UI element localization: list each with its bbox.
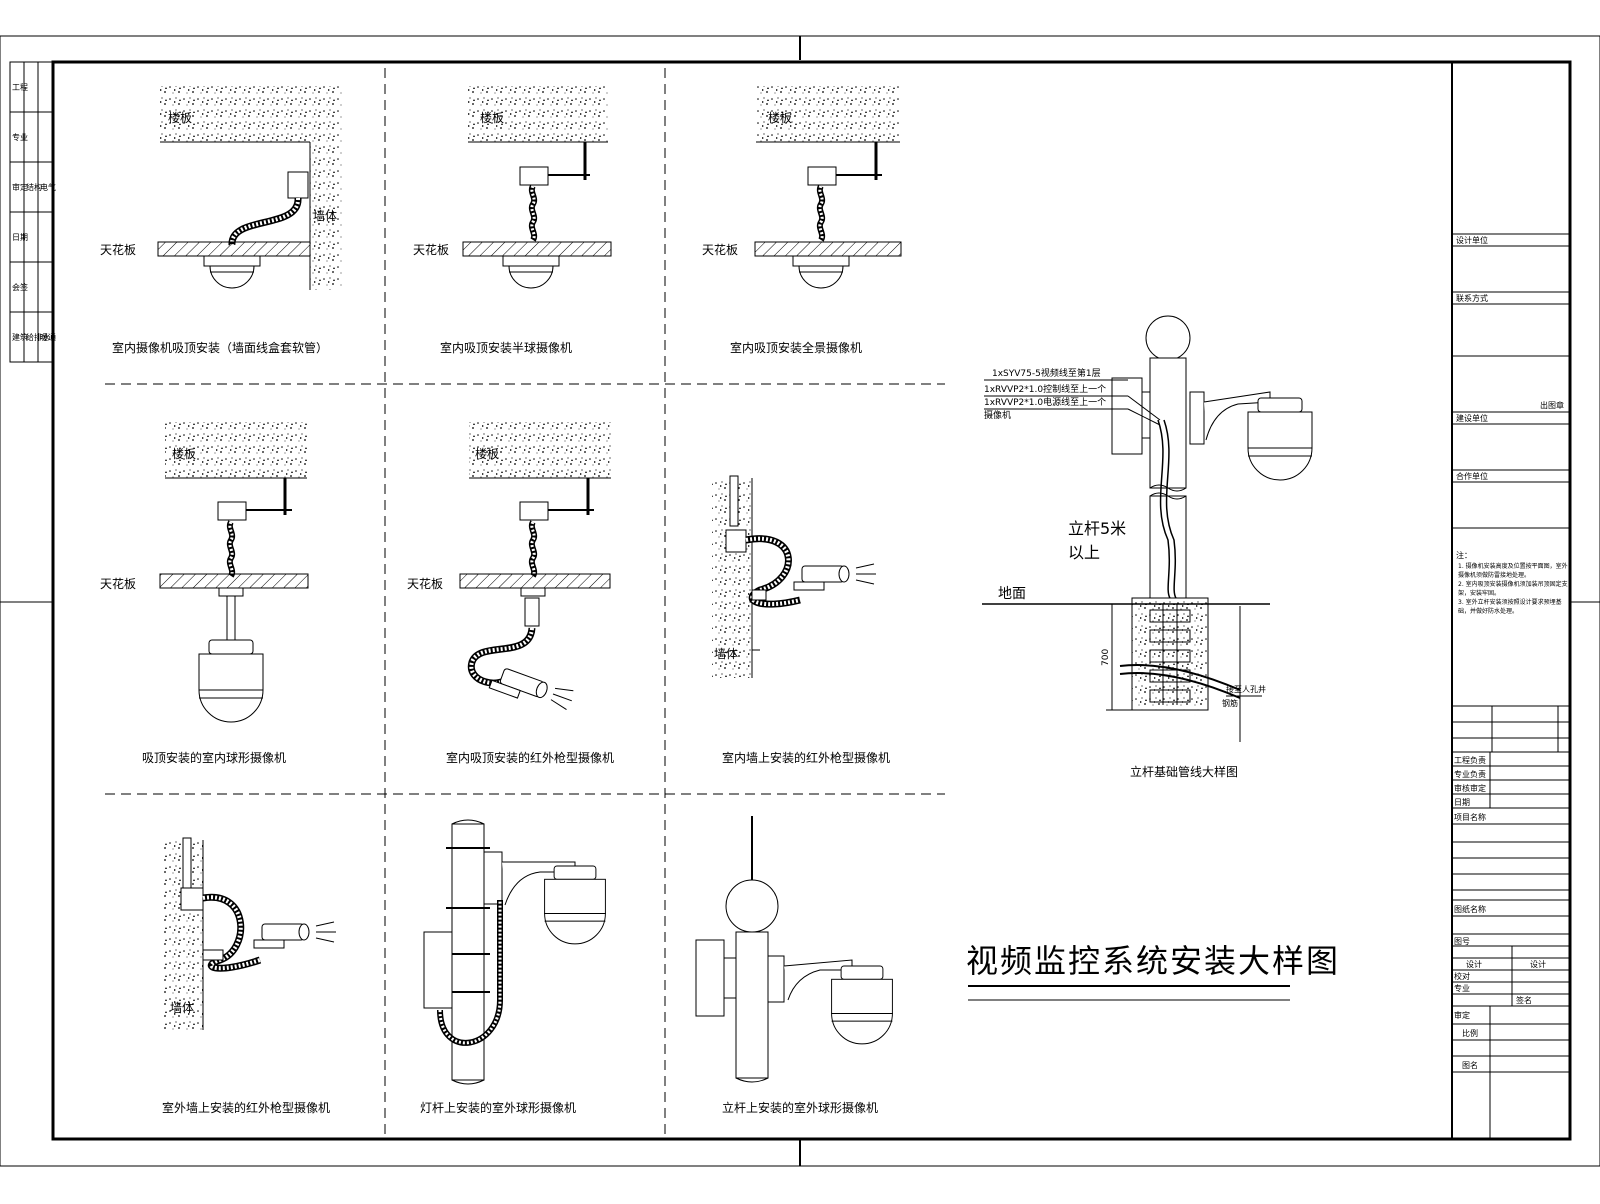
wall-label: 墙体 [313, 209, 337, 223]
tb-row-8: 设计 [1466, 959, 1482, 969]
pole-detail-caption: 立杆基础管线大样图 [1130, 764, 1238, 779]
cable-note-1: 1xSYV75-5视频线至第1层 [992, 367, 1101, 379]
panel-1-ceiling-box-mount: 楼板 墙体 天花板 室内摄像机吸顶安装（墙面线盒套软管） [100, 86, 342, 355]
design-unit-label: 设计单位 [1456, 235, 1488, 245]
slab-label: 楼板 [475, 446, 499, 461]
drawing-frame [51, 60, 1572, 1141]
panel-5-ceiling-gun: 楼板 天花板 室内吸顶安装的红外枪型摄像机 [407, 422, 614, 765]
caption-2: 室内吸顶安装半球摄像机 [440, 340, 572, 355]
tb-row-10: 专业 [1454, 983, 1470, 993]
cooperation-unit-label: 合作单位 [1456, 471, 1488, 481]
strip-text-8: 给排水 [26, 332, 50, 342]
slab-label: 楼板 [172, 446, 196, 461]
note-2: 2. 室内吸顶安装摄像机须加装吊顶固定支架，安装牢固。 [1458, 581, 1568, 597]
slab-label: 楼板 [480, 110, 504, 125]
title-block: 设计单位 联系方式 出图章 建设单位 合作单位 注： 1. 摄像机安装高度及位置… [1451, 62, 1570, 1139]
panel-7-outdoor-wall-gun: 墙体 室外墙上安装的红外枪型摄像机 [162, 837, 337, 1115]
notes-box: 1. 摄像机安装高度及位置按平面图，室外摄像机须做防雷接地处理。 2. 室内吸顶… [1458, 563, 1568, 615]
ceiling-label: 天花板 [100, 242, 136, 257]
caption-1: 室内摄像机吸顶安装（墙面线盒套软管） [112, 340, 328, 355]
strip-text-6: 建筑 [12, 332, 28, 342]
drawing-title: 视频监控系统安装大样图 [966, 942, 1340, 980]
strip-text-1: 工程 [12, 83, 28, 92]
strip-text-3: 审定 [12, 182, 28, 192]
caption-5: 室内吸顶安装的红外枪型摄像机 [446, 750, 614, 765]
caption-4: 吸顶安装的室内球形摄像机 [142, 750, 286, 765]
notes-head: 注： [1456, 550, 1472, 560]
strip-text-4: 日期 [12, 233, 28, 242]
note-1: 1. 摄像机安装高度及位置按平面图，室外摄像机须做防雷接地处理。 [1458, 563, 1568, 579]
ceiling-label: 天花板 [100, 576, 136, 591]
panel-2-half-dome: 楼板 天花板 室内吸顶安装半球摄像机 [413, 86, 612, 355]
tb-row-7: 图号 [1454, 937, 1470, 946]
strip-text-5: 会签 [12, 282, 28, 292]
pole-foundation-detail: 1xSYV75-5视频线至第1层 1xRVVP2*1.0控制线至上一个 1xRV… [982, 315, 1313, 779]
tb-row-4: 日期 [1454, 798, 1470, 807]
caption-8: 灯杆上安装的室外球形摄像机 [420, 1100, 576, 1115]
strip-text-2: 专业 [12, 132, 28, 142]
tb-row-1: 工程负责 [1454, 755, 1486, 765]
tb-row-9: 校对 [1454, 971, 1470, 981]
tb-row-2: 专业负责 [1454, 769, 1486, 779]
tb-row-13: 图名 [1462, 1060, 1478, 1070]
wall-label: 墙体 [170, 1001, 194, 1015]
tb-row-6: 图纸名称 [1454, 904, 1486, 914]
cable-note-2: 1xRVVP2*1.0控制线至上一个 [984, 383, 1106, 395]
panel-6-wall-gun: 墙体 室内墙上安装的红外枪型摄像机 [712, 475, 890, 765]
caption-6: 室内墙上安装的红外枪型摄像机 [722, 750, 890, 765]
panel-8-lamp-pole-ptz: 灯杆上安装的室外球形摄像机 [420, 819, 606, 1115]
slab-label: 楼板 [768, 110, 792, 125]
tb-row-12: 比例 [1462, 1028, 1478, 1038]
depth-dimension: 700 [1101, 649, 1111, 666]
tb-row-11: 审定 [1454, 1010, 1470, 1020]
pole-height-label-2: 以上 [1068, 543, 1100, 562]
panel-3-panoramic: 楼板 天花板 室内吸顶安装全景摄像机 [702, 86, 902, 355]
note-3: 3. 室外立杆安装须按照设计要求预埋基础，并做好防水处理。 [1458, 599, 1562, 615]
slab-label: 楼板 [168, 110, 192, 125]
stamp-label: 出图章 [1540, 400, 1564, 410]
panel-9-standing-pole-ptz: 立杆上安装的室外球形摄像机 [695, 816, 893, 1115]
ceiling-label: 天花板 [413, 242, 449, 257]
ceiling-label: 天花板 [407, 576, 443, 591]
drawing-title-group: 视频监控系统安装大样图 [966, 942, 1340, 1001]
contact-label: 联系方式 [1456, 293, 1488, 303]
strip-text-7: 结构 [26, 182, 42, 192]
caption-7: 室外墙上安装的红外枪型摄像机 [162, 1100, 330, 1115]
tb-col-1: 设计 [1530, 959, 1546, 969]
panel-dividers [105, 68, 945, 1135]
tb-row-3: 审核审定 [1454, 783, 1486, 793]
caption-3: 室内吸顶安装全景摄像机 [730, 340, 862, 355]
caption-9: 立杆上安装的室外球形摄像机 [722, 1100, 878, 1115]
pipe-note: 接至人孔井 [1226, 684, 1266, 694]
cable-note-3: 1xRVVP2*1.0电源线至上一个 [984, 396, 1106, 408]
ground-label: 地面 [998, 586, 1026, 602]
rebar-note: 钢筋 [1222, 698, 1238, 708]
wall-label: 墙体 [714, 647, 738, 661]
panel-4-ceiling-ptz: 楼板 天花板 吸顶安装的室内球形摄像机 [100, 422, 309, 765]
tb-row-5: 项目名称 [1454, 812, 1486, 822]
cable-note-4: 摄像机 [984, 409, 1011, 421]
strip-text-10: 暖通 [40, 332, 56, 342]
construction-unit-label: 建设单位 [1456, 413, 1488, 423]
pole-height-label: 立杆5米 [1068, 519, 1126, 538]
strip-text-9: 电气 [40, 182, 56, 192]
left-sign-strip: 工程 专业 审定 日期 会签 建筑 结构 给排水 电气 暖通 [9, 61, 56, 363]
ceiling-label: 天花板 [702, 242, 738, 257]
tb-col-2: 签名 [1516, 995, 1532, 1005]
